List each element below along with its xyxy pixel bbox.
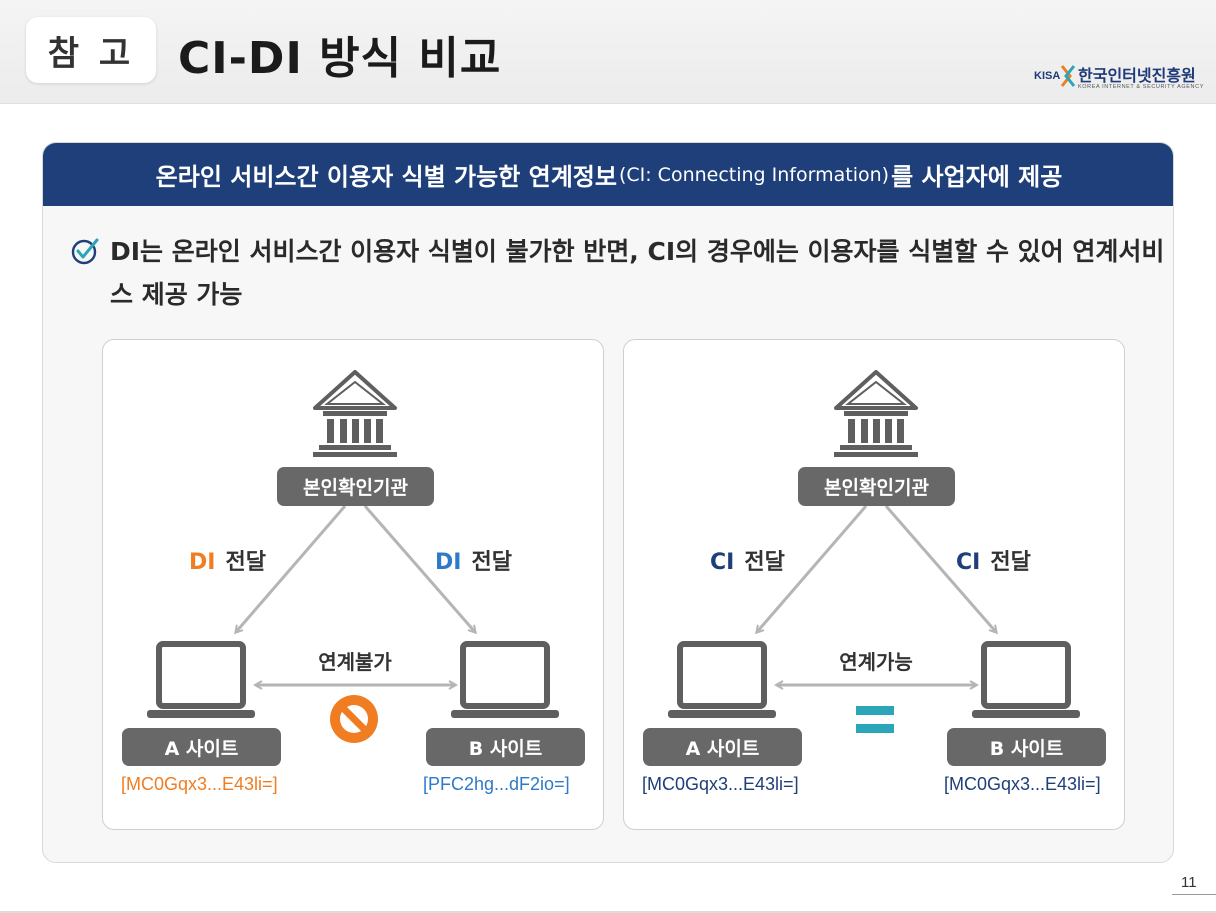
site-b-id: [MC0Gqx3...E43li=] bbox=[944, 774, 1101, 794]
logo-name-kr: 한국인터넷진흥원 bbox=[1078, 66, 1196, 85]
reference-tag: 참 고 bbox=[26, 17, 156, 83]
ci-flow-arrows bbox=[624, 505, 1126, 831]
page-number-rule bbox=[1172, 894, 1216, 895]
link-status-label: 연계가능 bbox=[839, 650, 913, 674]
equal-icon bbox=[856, 706, 894, 733]
institution-label: 본인확인기관 bbox=[798, 467, 955, 506]
link-status-label: 연계불가 bbox=[318, 650, 392, 674]
site-b-label: B 사이트 bbox=[426, 728, 585, 766]
logo-name-en: KOREA INTERNET & SECURITY AGENCY bbox=[1078, 84, 1204, 90]
kisa-logo-icon bbox=[1060, 65, 1076, 87]
ci-panel: 본인확인기관 CI 전달 CI 전달 연계가능 A 사이트 B 사이트 [MC0Gq… bbox=[623, 339, 1125, 830]
di-panel: 본인확인기관 DI 전달 DI 전달 연계불가 A 사이트 B 사이트 [MC0Gq… bbox=[102, 339, 604, 830]
banner-text-end: 를 사업자에 제공 bbox=[891, 163, 1063, 191]
laptop-icon bbox=[668, 641, 776, 718]
laptop-icon bbox=[451, 641, 559, 718]
check-circle-icon bbox=[71, 238, 99, 265]
site-a-id: [MC0Gqx3...E43li=] bbox=[642, 774, 799, 794]
di-code-left: DI bbox=[189, 550, 216, 575]
ci-code-right: CI bbox=[956, 550, 981, 575]
ci-send-left: CI 전달 bbox=[710, 544, 785, 576]
banner: 온라인 서비스간 이용자 식별 가능한 연계정보(CI: Connecting … bbox=[43, 143, 1173, 206]
laptop-icon bbox=[972, 641, 1080, 718]
site-a-id: [MC0Gqx3...E43li=] bbox=[121, 774, 278, 794]
logo-mark-text: KISA bbox=[1034, 70, 1061, 82]
ci-code-left: CI bbox=[710, 550, 735, 575]
send-text-right: 전달 bbox=[990, 550, 1031, 575]
description-text: DI는 온라인 서비스간 이용자 식별이 불가한 반면, CI의 경우에는 이용… bbox=[110, 237, 1165, 309]
ci-send-right: CI 전달 bbox=[956, 544, 1031, 576]
kisa-logo: KISA 한국인터넷진흥원 KOREA INTERNET & SECURITY … bbox=[1034, 58, 1204, 96]
di-send-left: DI 전달 bbox=[189, 544, 266, 576]
send-text-left: 전달 bbox=[744, 550, 785, 575]
institution-building-icon bbox=[834, 370, 918, 457]
site-b-id: [PFC2hg...dF2io=] bbox=[423, 774, 570, 794]
banner-text-paren: (CI: Connecting Information) bbox=[618, 163, 890, 186]
header: 참 고 CI-DI 방식 비교 KISA 한국인터넷진흥원 KOREA INTE… bbox=[0, 0, 1216, 104]
prohibited-icon bbox=[330, 695, 378, 743]
site-b-label: B 사이트 bbox=[947, 728, 1106, 766]
di-send-right: DI 전달 bbox=[435, 544, 512, 576]
banner-text-main: 온라인 서비스간 이용자 식별 가능한 연계정보 bbox=[155, 163, 617, 191]
page-title: CI-DI 방식 비교 bbox=[178, 33, 502, 84]
site-a-label: A 사이트 bbox=[122, 728, 281, 766]
send-text-left: 전달 bbox=[225, 550, 266, 575]
institution-label: 본인확인기관 bbox=[277, 467, 434, 506]
bottom-divider bbox=[0, 911, 1216, 913]
laptop-icon bbox=[147, 641, 255, 718]
di-code-right: DI bbox=[435, 550, 462, 575]
institution-building-icon bbox=[313, 370, 397, 457]
di-flow-arrows bbox=[103, 505, 605, 831]
page-number: 11 bbox=[1181, 874, 1197, 891]
send-text-right: 전달 bbox=[471, 550, 512, 575]
site-a-label: A 사이트 bbox=[643, 728, 802, 766]
